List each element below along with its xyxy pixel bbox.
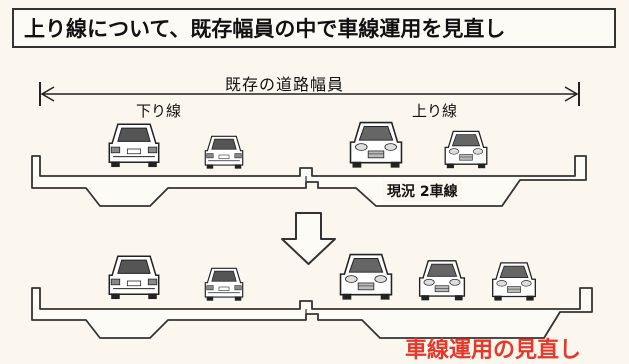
car-up-lane-2-revised xyxy=(418,260,466,302)
car-down-lane-1-revised xyxy=(108,255,160,300)
down-line-label: 下り線 xyxy=(136,102,182,120)
car-down-lane-2-revised xyxy=(204,267,244,302)
car-up-lane-1 xyxy=(349,121,403,169)
up-line-label: 上り線 xyxy=(412,102,458,120)
title-box: 上り線について、既存幅員の中で車線運用を見直し xyxy=(12,8,616,48)
lane-review-label: 車線運用の見直し xyxy=(405,338,582,363)
width-dimension-arrow-icon xyxy=(39,82,580,106)
car-up-lane-1-revised xyxy=(339,253,393,301)
road-cross-section-revised xyxy=(31,287,593,339)
car-down-lane-2 xyxy=(204,135,244,170)
car-down-lane-1 xyxy=(108,123,160,168)
current-lanes-label: 現況 2車線 xyxy=(383,181,462,201)
car-up-lane-2 xyxy=(444,130,488,169)
existing-width-label: 既存の道路幅員 xyxy=(225,75,345,94)
diagram-title: 上り線について、既存幅員の中で車線運用を見直し xyxy=(24,17,506,41)
down-arrow-icon xyxy=(281,212,336,265)
car-up-lane-3-revised xyxy=(492,262,536,302)
